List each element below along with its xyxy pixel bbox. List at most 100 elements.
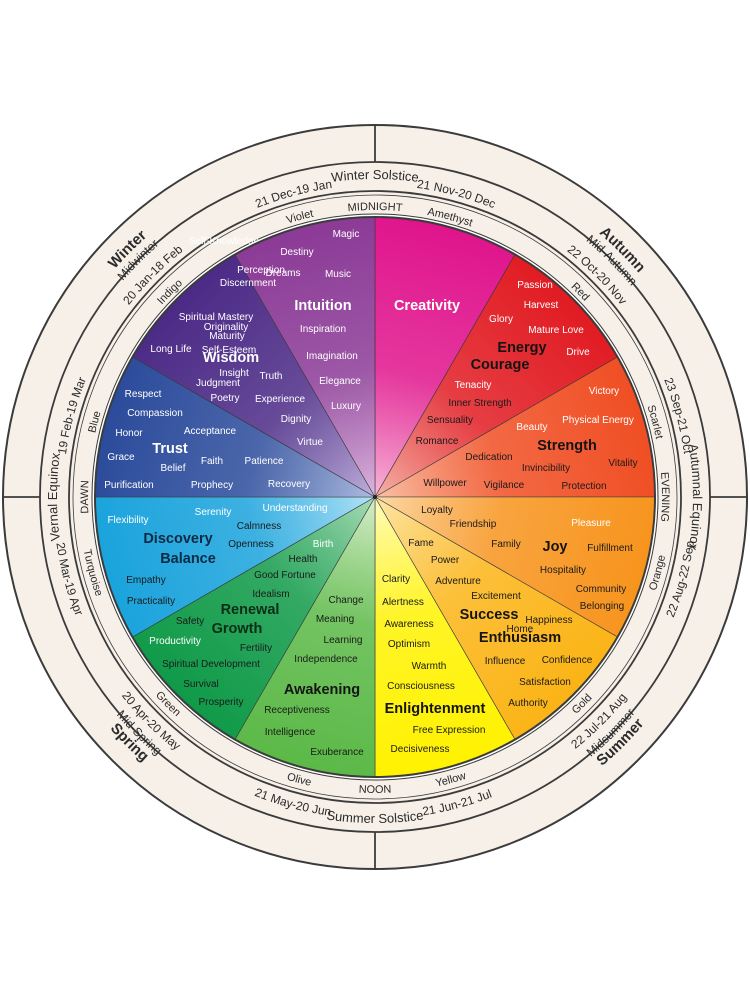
marker-label-winter-solstice: Winter Solstice — [330, 167, 419, 185]
sector-word-confidence: Confidence — [542, 655, 593, 666]
sector-word-practicality: Practicality — [127, 596, 175, 607]
marker-ring-divider — [68, 190, 682, 804]
sector-title-balance: Balance — [160, 551, 216, 567]
sector-word-patience: Patience — [245, 456, 284, 467]
sector-word-victory: Victory — [589, 386, 619, 397]
sector-title-awakening: Awakening — [284, 682, 360, 698]
sector-word-purification: Purification — [104, 480, 153, 491]
sector-word-home: Home — [507, 624, 534, 635]
sector-word-self-knowledge: Self-Knowledge — [189, 236, 259, 247]
sector-word-understanding: Understanding — [262, 503, 327, 514]
sector-word-empathy: Empathy — [126, 575, 165, 586]
time-label-noon: NOON — [358, 784, 391, 796]
sector-word-sensuality: Sensuality — [427, 415, 473, 426]
sector-word-loyalty: Loyalty — [421, 505, 453, 516]
sector-word-birth: Birth — [313, 539, 334, 550]
sector-title-trust: Trust — [152, 441, 188, 457]
sector-title-enlightenment: Enlightenment — [385, 701, 486, 717]
marker-label-vernal-equinox: Vernal Equinox — [45, 451, 63, 542]
sector-title-renewal: Renewal — [221, 602, 280, 618]
marker-label-winter-solstice-text: Winter Solstice — [330, 167, 419, 185]
sector-word-productivity: Productivity — [149, 636, 201, 647]
sector-word-dreams: Dreams — [265, 268, 300, 279]
sector-word-survival: Survival — [183, 679, 219, 690]
sector-title-discovery: Discovery — [143, 531, 212, 547]
sector-word-health: Health — [289, 554, 318, 565]
time-label-noon-text: NOON — [358, 784, 391, 796]
sector-word-fame: Fame — [408, 538, 434, 549]
time-label-evening: EVENING — [658, 472, 671, 523]
marker-label-summer-solstice: Summer Solstice — [326, 807, 425, 826]
sector-word-respect: Respect — [125, 389, 162, 400]
sector-word-clarity: Clarity — [382, 574, 410, 585]
sector-word-pleasure: Pleasure — [571, 518, 611, 529]
color-name-blue-text: Blue — [86, 410, 103, 434]
sector-word-vigilance: Vigilance — [484, 480, 525, 491]
sector-word-self-esteem: Self-Esteem — [202, 345, 256, 356]
sector-word-mature-love: Mature Love — [528, 325, 584, 336]
sector-word-family: Family — [491, 539, 520, 550]
sector-word-consciousness: Consciousness — [387, 681, 455, 692]
sector-title-strength: Strength — [537, 438, 597, 454]
sector-word-inspiration: Inspiration — [300, 324, 346, 335]
sector-word-originality: Originality — [204, 322, 248, 333]
sector-word-destiny: Destiny — [280, 247, 313, 258]
sector-title-growth: Growth — [212, 621, 263, 637]
time-label-dawn: DAWN — [79, 480, 91, 514]
sector-word-free-expression: Free Expression — [413, 725, 486, 736]
sector-word-romance: Romance — [416, 436, 459, 447]
sector-word-inner-strength: Inner Strength — [448, 398, 511, 409]
sector-word-grace: Grace — [107, 452, 135, 463]
sector-word-calmness: Calmness — [237, 521, 281, 532]
sector-text: Self-KnowledgePerceptionDiscernmentOrigi… — [104, 229, 637, 758]
sector-word-belonging: Belonging — [580, 601, 624, 612]
sector-word-idealism: Idealism — [252, 589, 289, 600]
wheel-center — [373, 495, 377, 499]
sector-word-honor: Honor — [115, 428, 143, 439]
sector-title-creativity: Creativity — [394, 298, 460, 314]
sector-word-fertility: Fertility — [240, 643, 272, 654]
sector-word-hospitality: Hospitality — [540, 565, 586, 576]
sector-word-spiritual-development: Spiritual Development — [162, 659, 260, 670]
sector-word-adventure: Adventure — [435, 576, 481, 587]
sector-word-alertness: Alertness — [382, 597, 424, 608]
sector-word-learning: Learning — [324, 635, 363, 646]
sector-word-tenacity: Tenacity — [455, 380, 492, 391]
sector-word-acceptance: Acceptance — [184, 426, 237, 437]
sector-word-dignity: Dignity — [281, 414, 312, 425]
time-label-midnight: MIDNIGHT — [347, 201, 403, 214]
sector-word-insight: Insight — [219, 368, 249, 379]
sector-word-dedication: Dedication — [465, 452, 512, 463]
sector-word-physical-energy: Physical Energy — [562, 415, 634, 426]
color-name-blue: Blue — [86, 410, 103, 434]
sector-word-willpower: Willpower — [423, 478, 467, 489]
sector-word-change: Change — [328, 595, 363, 606]
sector-word-prosperity: Prosperity — [198, 697, 243, 708]
sector-title-enthusiasm: Enthusiasm — [479, 630, 561, 646]
sector-word-faith: Faith — [201, 456, 223, 467]
sector-word-music: Music — [325, 269, 351, 280]
marker-label-autumnal-equinox: Autumnal Equinox — [686, 443, 705, 552]
sector-word-maturity: Maturity — [209, 331, 245, 342]
sector-word-truth: Truth — [260, 371, 283, 382]
sector-word-serenity: Serenity — [195, 507, 232, 518]
sector-word-intelligence: Intelligence — [265, 727, 316, 738]
sector-word-spiritual-mastery: Spiritual Mastery — [179, 312, 253, 323]
sector-title-energy: Energy — [497, 340, 546, 356]
time-label-dawn-text: DAWN — [79, 480, 91, 514]
sector-word-experience: Experience — [255, 394, 305, 405]
sector-word-imagination: Imagination — [306, 351, 358, 362]
sector-word-passion: Passion — [517, 280, 553, 291]
sector-word-awareness: Awareness — [384, 619, 433, 630]
marker-label-summer-solstice-text: Summer Solstice — [326, 807, 425, 826]
date-ring-divider — [72, 194, 678, 800]
sector-word-receptiveness: Receptiveness — [264, 705, 330, 716]
sector-title-joy: Joy — [543, 539, 568, 555]
sector-word-compassion: Compassion — [127, 408, 183, 419]
sector-word-recovery: Recovery — [268, 479, 310, 490]
sector-word-judgment: Judgment — [196, 378, 240, 389]
sector-title-success: Success — [460, 607, 519, 623]
sector-word-glory: Glory — [489, 314, 513, 325]
sector-word-virtue: Virtue — [297, 437, 323, 448]
